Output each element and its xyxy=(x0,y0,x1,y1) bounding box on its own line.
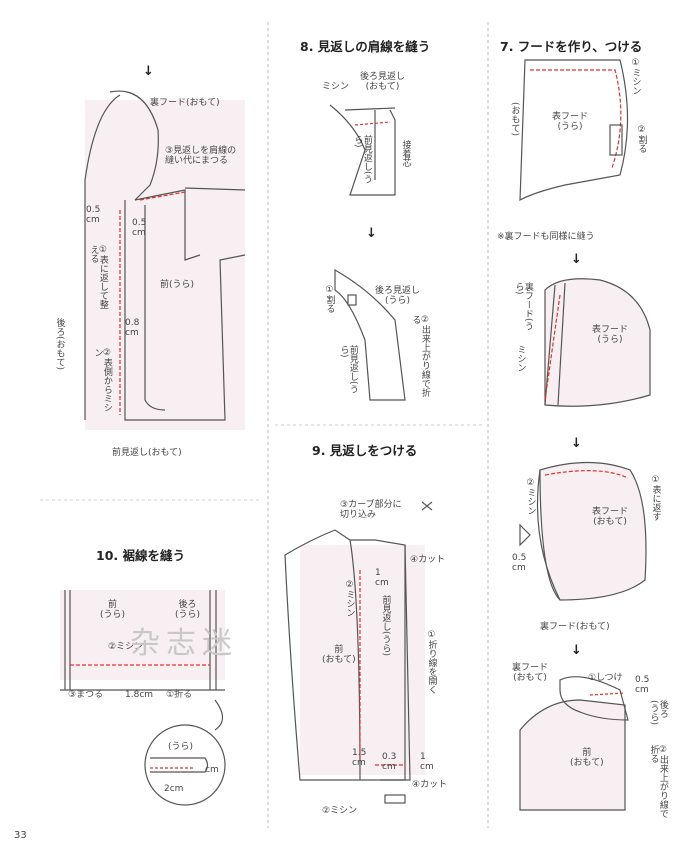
label-open-fold-line: ①折り線を開く xyxy=(426,630,437,694)
figure-facing-shoulder xyxy=(329,104,406,401)
figure-hood-step3 xyxy=(519,461,647,601)
figure-hood-facing xyxy=(84,90,246,430)
figure-hood-step2 xyxy=(544,278,651,407)
label-split: ②割る xyxy=(636,125,647,153)
label-omote: (おもて) xyxy=(509,102,520,137)
figure-hem xyxy=(60,590,226,806)
label-lining-hood-omote-2: 裏フード (おもて) xyxy=(512,663,549,684)
label-outer-hood-ura: 表フード (うら) xyxy=(552,112,589,133)
label-outer-hood-ura-2: 表フード (うら) xyxy=(592,325,629,346)
label-lining-hood-omote: 裏フード(おもて) xyxy=(540,622,610,632)
label-front-omote: 前 (おもて) xyxy=(322,645,356,666)
measure-2cm: 2cm xyxy=(164,784,184,794)
label-clip-curve: ③カーブ部分に 切り込み xyxy=(340,500,402,521)
label-step2-sew: ②表側からミシン xyxy=(92,348,112,412)
label-fold: ①折る xyxy=(166,690,193,700)
label-back-ura: 後ろ (うら) xyxy=(175,600,201,621)
measure-cm: cm xyxy=(205,765,219,775)
figure-attach-facing xyxy=(284,501,433,804)
figure-hood-step4 xyxy=(519,676,629,811)
label-sewing: ②ミシン xyxy=(108,642,144,652)
arrow-down-icon: ↓ xyxy=(571,643,582,658)
label-sewing: ②ミシン xyxy=(344,580,355,617)
label-step3-hem-facing: ③見返しを肩線の 縫い代にまつる xyxy=(165,146,237,167)
label-back-ura: 後ろ (うら) xyxy=(648,700,668,726)
label-cut-2: ④カット xyxy=(412,780,448,790)
label-cut: ④カット xyxy=(410,555,446,565)
measure-05cm: 0.5 cm xyxy=(512,553,527,574)
label-sewing: ①ミシン xyxy=(630,58,641,95)
label-ura-detail: (うら) xyxy=(168,742,194,752)
label-outer-hood-omote: 表フード (おもて) xyxy=(592,507,629,528)
label-split: ①割る xyxy=(324,285,335,313)
section-title-8: 8. 見返しの肩線を縫う xyxy=(300,39,431,54)
label-turn-right-side: ①表に返す xyxy=(650,475,661,521)
section-title-10: 10. 裾線を縫う xyxy=(96,548,185,563)
label-hem-stitch: ③まつる xyxy=(68,690,104,700)
label-sewing-3: ②ミシン xyxy=(525,478,536,515)
label-baste: ①しつけ xyxy=(588,673,623,683)
label-front-facing-ura: 前見返し(うら) xyxy=(380,595,391,657)
measure-1cm: 1 cm xyxy=(375,568,389,589)
measure-05-left: 0.5 cm xyxy=(86,205,101,226)
label-front-facing-ura-2: 前見返し(うら) xyxy=(338,345,358,394)
label-front-ura: 前(うら) xyxy=(160,280,195,290)
measure-08: 0.8 cm xyxy=(125,318,140,339)
label-front-ura: 前 (うら) xyxy=(100,600,126,621)
watermark: 杂志迷 xyxy=(130,626,238,661)
measure-15cm: 1.5 cm xyxy=(352,748,367,769)
arrow-down-icon: ↓ xyxy=(143,64,154,79)
measure-1cm-b: 1 cm xyxy=(420,752,434,773)
measure-05-right: 0.5 cm xyxy=(132,218,147,239)
label-interfacing: 接着芯 xyxy=(400,140,411,167)
label-fold-finish-line: ②出来上がり線で折る xyxy=(410,315,430,397)
measure-03cm: 0.3 cm xyxy=(382,752,397,773)
section-title-9: 9. 見返しをつける xyxy=(312,443,418,458)
label-sewing-2: ミシン xyxy=(515,345,526,372)
label-sewing: ミシン xyxy=(322,82,350,92)
arrow-down-icon: ↓ xyxy=(366,226,377,241)
arrow-down-icon: ↓ xyxy=(571,252,582,267)
label-lining-hood-ura: 裏フード(うら) xyxy=(513,282,533,331)
label-sewing-2: ②ミシン xyxy=(322,806,358,816)
measure-18: 1.8cm xyxy=(125,690,154,700)
figure-hood-step1 xyxy=(519,59,629,202)
note-lining-same: ※裏フードも同様に縫う xyxy=(497,232,595,242)
section-title-7: 7. フードを作り、つける xyxy=(500,39,643,54)
label-back-facing-omote: 後ろ見返し (おもて) xyxy=(360,72,406,93)
measure-05cm-b: 0.5 cm xyxy=(635,675,650,696)
label-back-omote: 後ろ(おもて) xyxy=(54,318,65,371)
label-lining-hood-outer: 裏フード(おもて) xyxy=(150,98,220,108)
label-front-facing-omote: 前見返し(おもて) xyxy=(112,448,182,458)
label-fold-finish-line: ②出来上がり線で折る xyxy=(648,745,668,818)
label-front-facing-ura: 前見返し(うら) xyxy=(352,135,372,184)
label-front-omote: 前 (おもて) xyxy=(570,748,604,769)
page-number: 33 xyxy=(14,830,27,841)
label-step1-turn: ①表に返して整える xyxy=(88,245,108,309)
arrow-down-icon: ↓ xyxy=(571,436,582,451)
label-back-facing-ura: 後ろ見返し (うら) xyxy=(375,286,421,307)
